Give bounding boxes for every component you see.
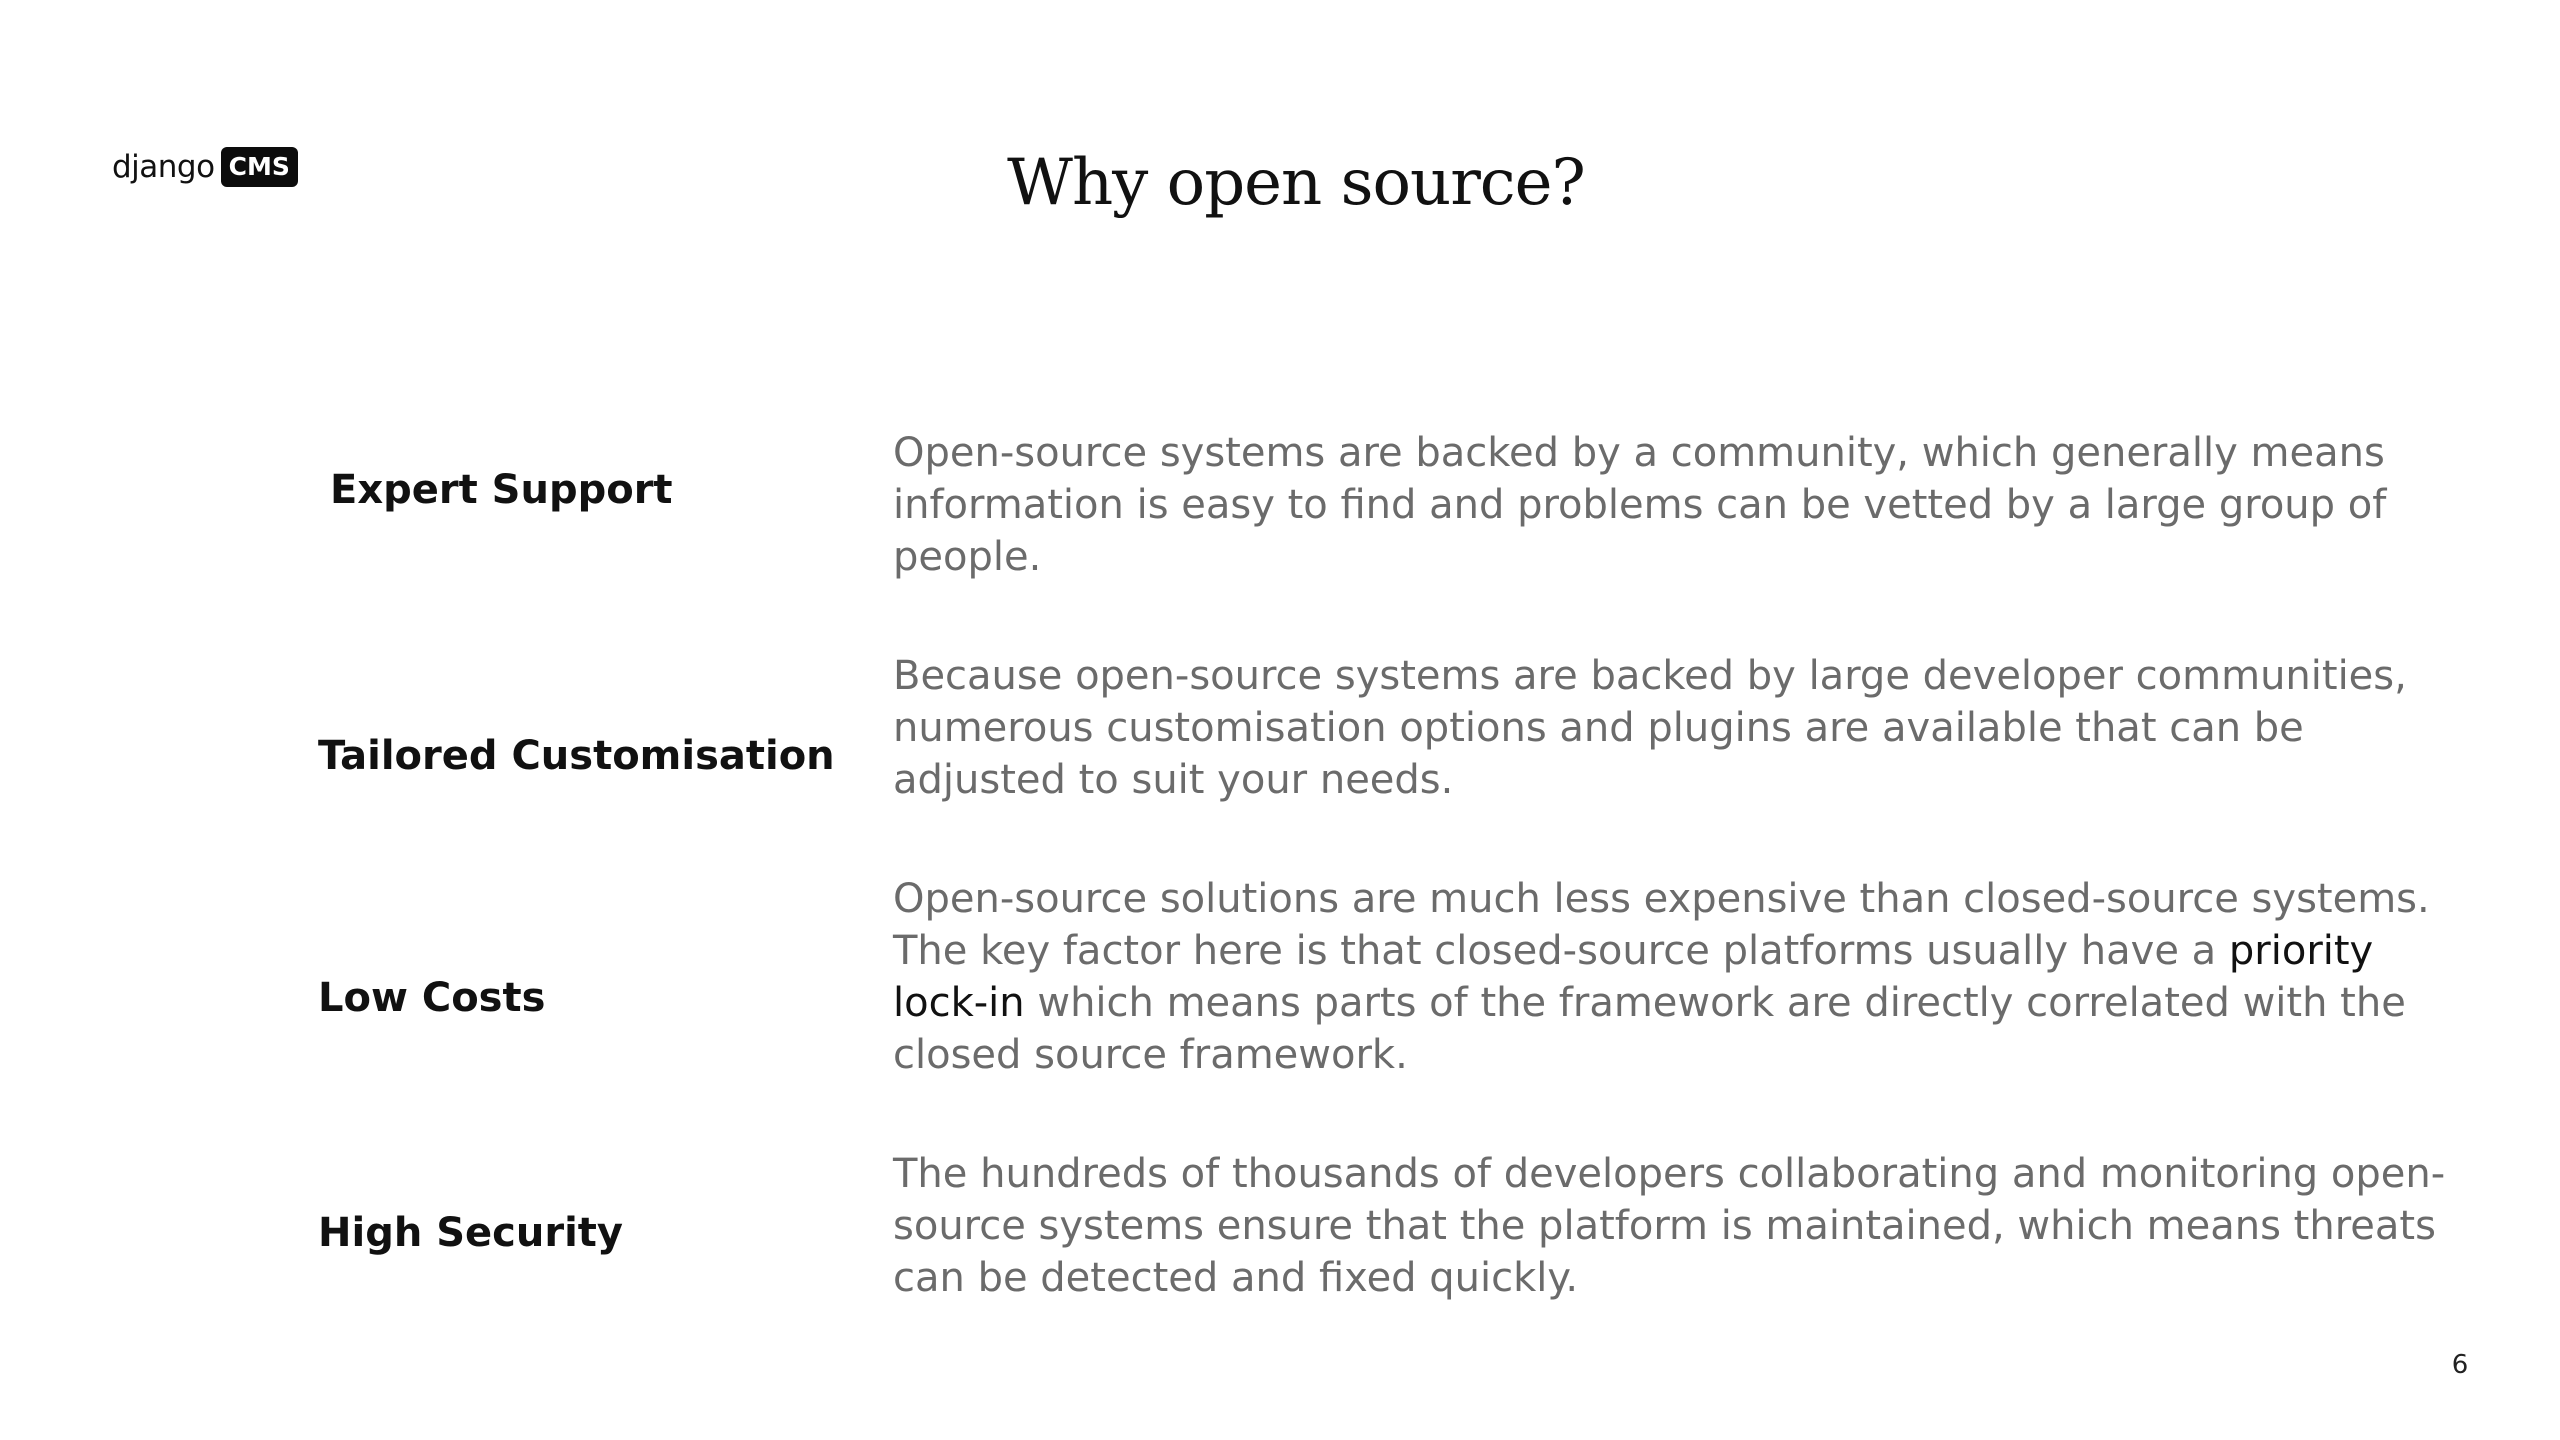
priority-lock-in-highlight: priority lock-in — [893, 928, 2374, 1026]
slide-title: Why open source? — [1007, 146, 1586, 220]
row-description-low-costs: Open-source solutions are much less expe… — [893, 873, 2453, 1081]
row-description-tailored-customisation: Because open-source systems are backed b… — [893, 653, 2407, 803]
row-label-high-security: High Security — [318, 1210, 623, 1256]
row-description-high-security: The hundreds of thousands of developers … — [893, 1151, 2446, 1301]
row-label-low-costs: Low Costs — [318, 975, 546, 1021]
page-number: 6 — [2451, 1350, 2469, 1380]
row-label-tailored-customisation: Tailored Customisation — [318, 733, 835, 779]
logo-wordmark: django — [112, 149, 215, 185]
django-cms-logo: django CMS — [112, 145, 298, 189]
row-description-text: which means parts of the framework are d… — [893, 980, 2406, 1078]
row-description-text: Open-source solutions are much less expe… — [893, 876, 2430, 974]
row-label-expert-support: Expert Support — [330, 467, 673, 513]
logo-badge: CMS — [220, 147, 298, 187]
row-description-expert-support: Open-source systems are backed by a comm… — [893, 430, 2387, 580]
